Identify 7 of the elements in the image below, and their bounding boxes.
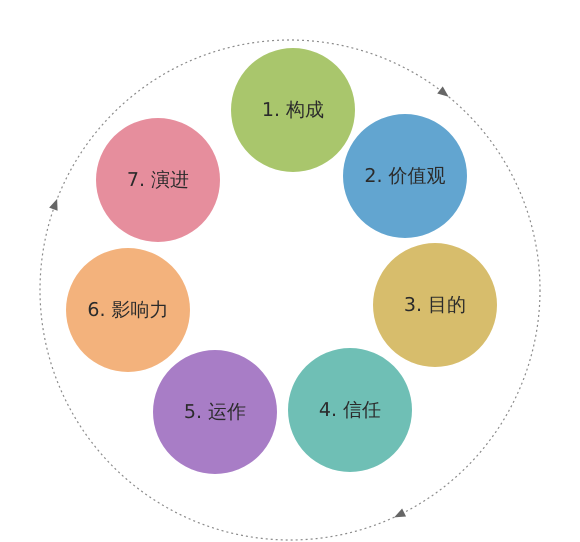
node-label: 6. 影响力 bbox=[87, 298, 169, 323]
node-label: 4. 信任 bbox=[318, 398, 382, 423]
node-label: 7. 演进 bbox=[126, 168, 190, 193]
node-label: 5. 运作 bbox=[184, 400, 246, 425]
node-label: 2. 价值观 bbox=[364, 164, 446, 189]
node-label: 1. 构成 bbox=[262, 98, 324, 123]
node-label: 3. 目的 bbox=[404, 293, 466, 318]
